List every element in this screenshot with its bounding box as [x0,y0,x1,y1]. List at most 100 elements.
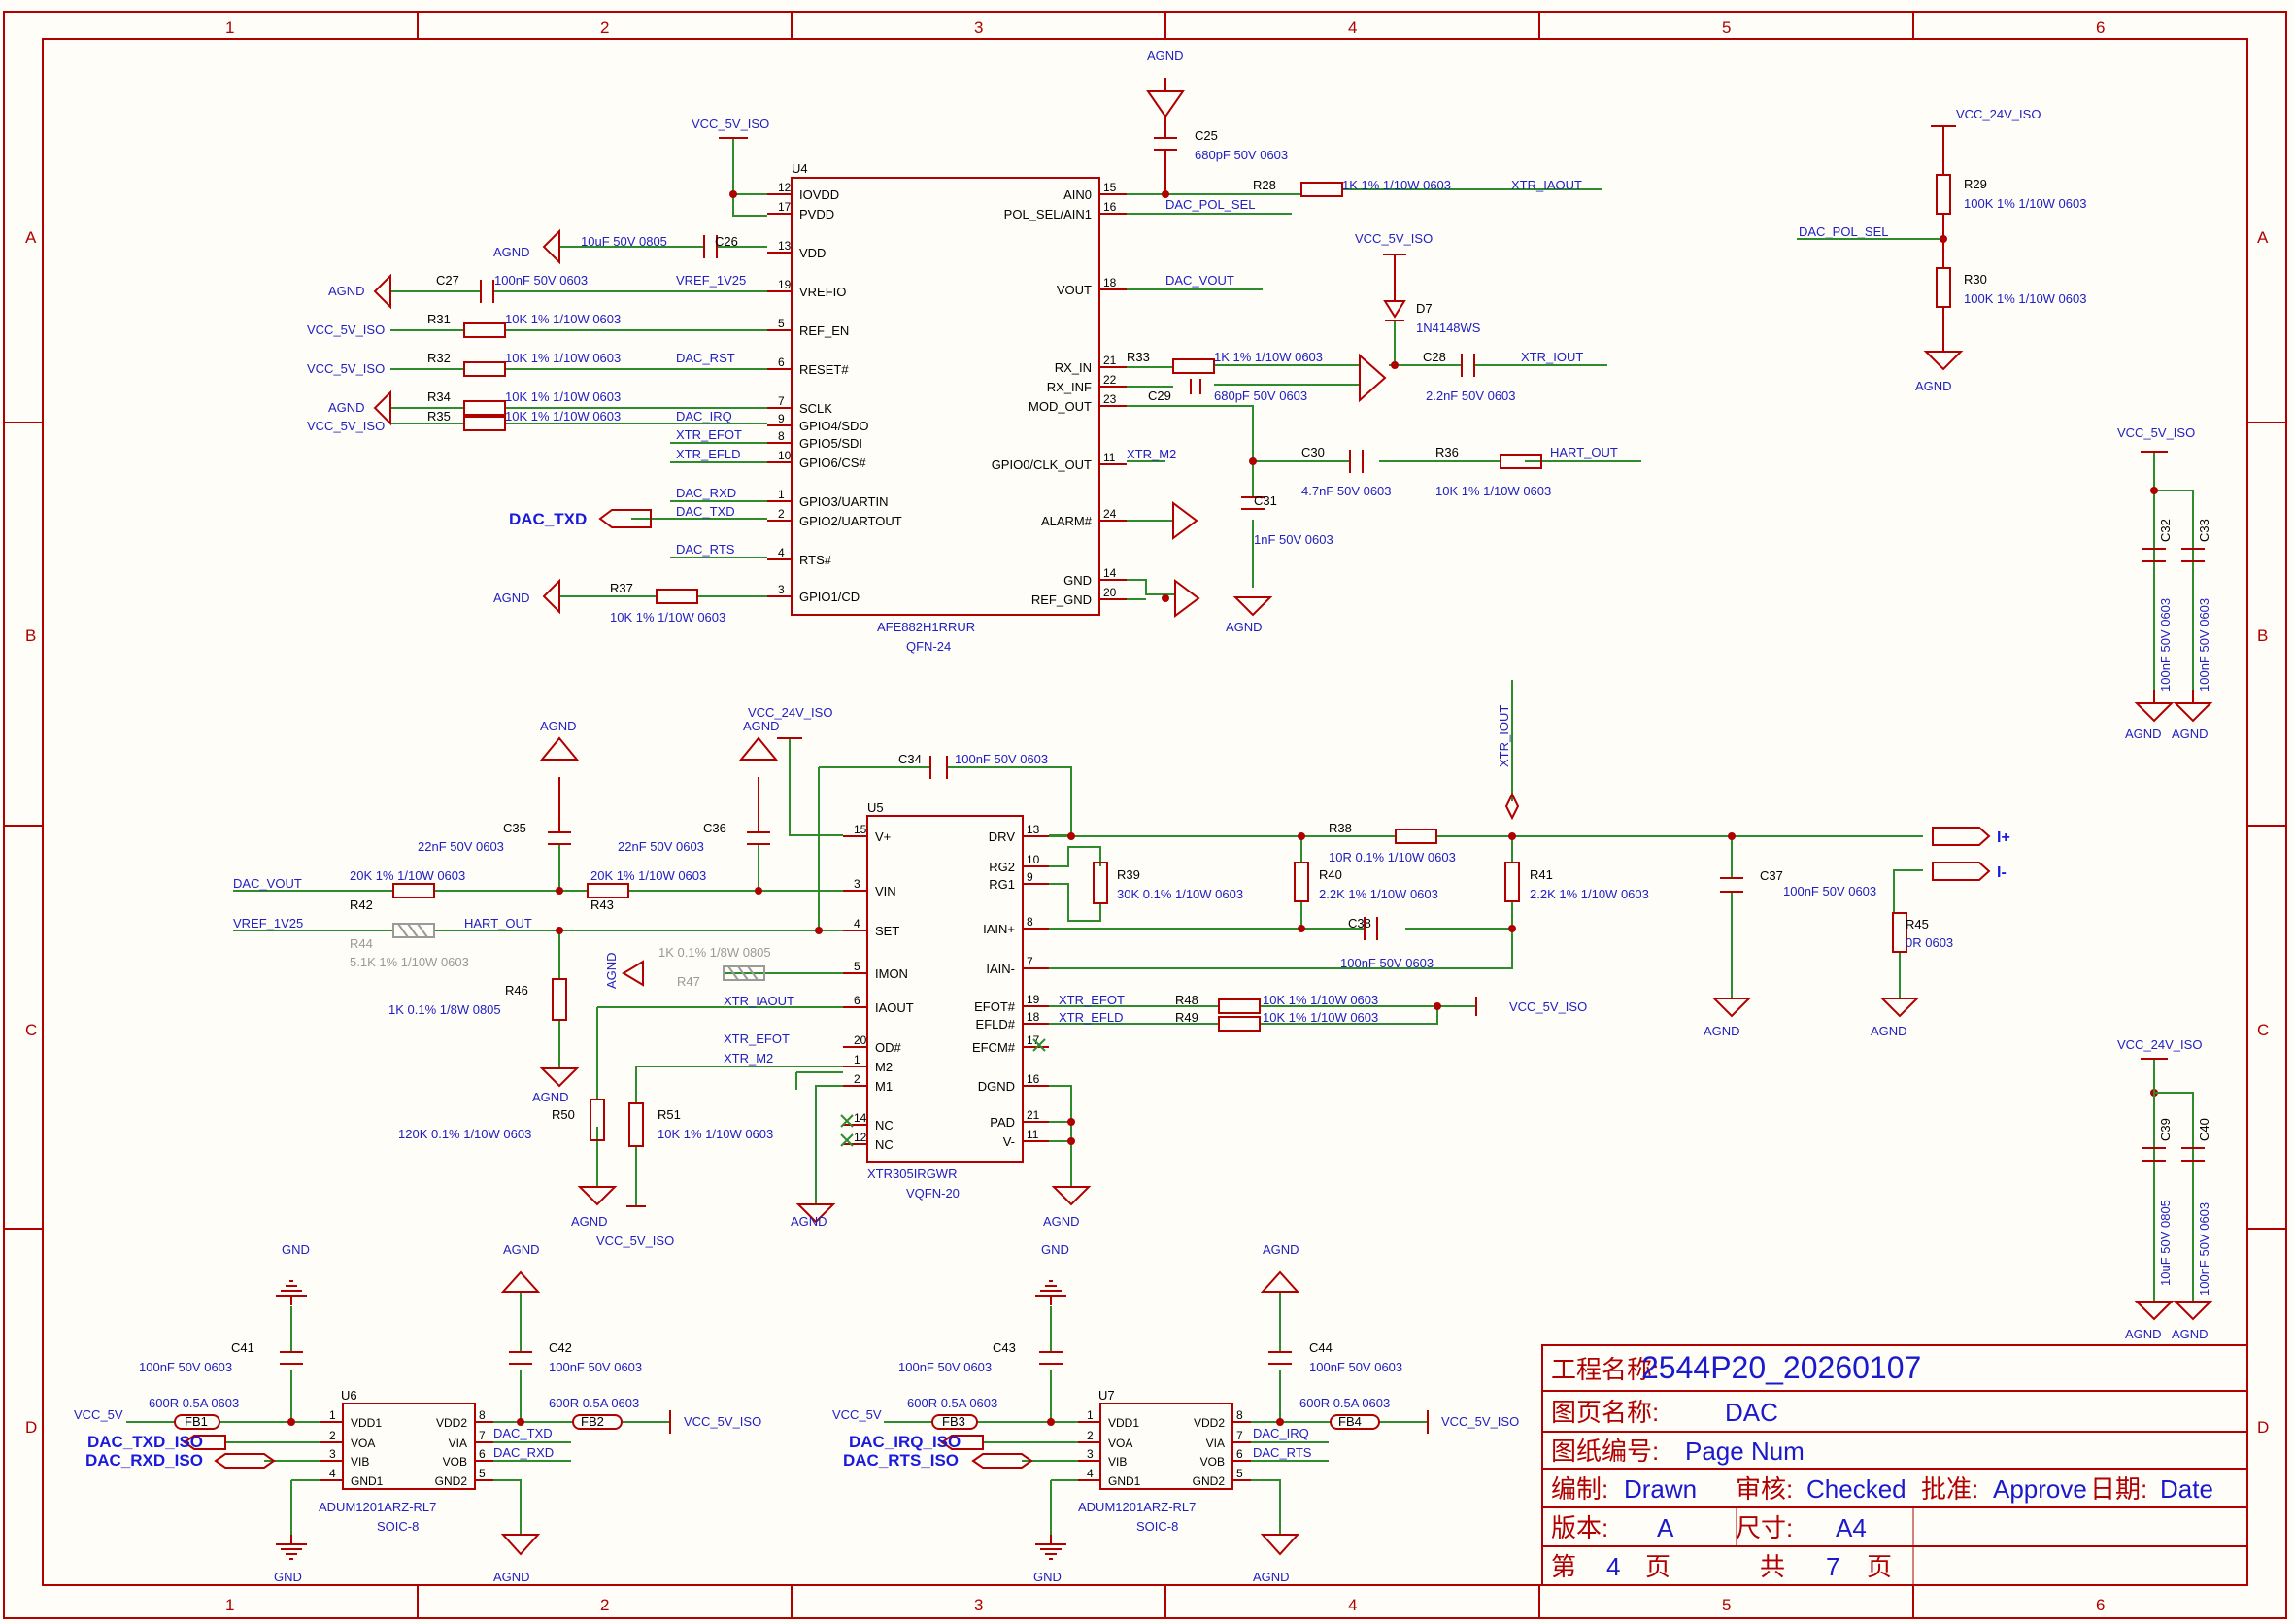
u4-pin-name-13: VDD [799,246,826,260]
c38-value: 100nF 50V 0603 [1340,956,1434,970]
u4-part: AFE882H1RRUR [877,620,975,634]
u4-pin-num-9: 9 [778,412,785,425]
r44-ref: R44 [350,936,373,951]
dac-rts-iso-port[interactable]: DAC_RTS_ISO [843,1451,959,1470]
vcc5iso-u4: VCC_5V_ISO [692,117,769,131]
u7-pin-num-7: 7 [1236,1429,1243,1442]
dac-rxd-iso-port[interactable]: DAC_RXD_ISO [85,1451,203,1470]
u6-pin-num-7: 7 [479,1429,486,1442]
r47-value: 1K 0.1% 1/8W 0805 [658,945,771,960]
u6-adum1201[interactable]: U6 ADUM1201ARZ-RL7 SOIC-8 1VDD12VOA3VIB4… [319,1388,493,1534]
dac-rxd-net-u6: DAC_RXD [493,1445,554,1460]
c32-c33-block: VCC_5V_ISO AGND AGND C32 100nF 50V 0603 … [2117,425,2213,741]
u5-pin-num-7: 7 [1027,955,1033,968]
xtr-iaout-net-u5: XTR_IAOUT [724,994,794,1008]
c44-value: 100nF 50V 0603 [1309,1360,1402,1374]
u7-pin-name-7: VIA [1206,1437,1225,1450]
u7-pin-num-5: 5 [1236,1467,1243,1480]
tb-checked-val: Checked [1806,1474,1906,1504]
u4-right-pins: 15AIN016POL_SEL/AIN118VOUT21RX_IN22RX_IN… [992,181,1127,607]
c36-ref: C36 [703,821,726,835]
i-minus-port[interactable]: I- [1997,864,2007,881]
u5-pin-num-15: 15 [854,823,867,836]
c38-ref: C38 [1348,916,1371,930]
u4-pin-num-14: 14 [1103,566,1117,580]
vcc5iso-r31: VCC_5V_ISO [307,322,385,337]
xtr-iout-net-u5: XTR_IOUT [1497,705,1511,767]
u4-pin-num-24: 24 [1103,507,1117,521]
fb2-value: 600R 0.5A 0603 [549,1396,639,1410]
u5-pin-num-19: 19 [1027,993,1040,1006]
c43-ref: C43 [993,1340,1016,1355]
u5-pin-name-10: RG2 [989,860,1015,874]
u7-adum1201[interactable]: U7 ADUM1201ARZ-RL7 SOIC-8 1VDD12VOA3VIB4… [1078,1388,1251,1534]
vcc5iso-r35: VCC_5V_ISO [307,419,385,433]
gnd-c43: GND [1041,1242,1069,1257]
vcc24iso-c39: VCC_24V_ISO [2117,1037,2202,1052]
agnd-c33: AGND [2172,727,2209,741]
u6-wiring [126,1292,670,1535]
tb-checked-key: 审核: [1736,1474,1793,1504]
r36-value: 10K 1% 1/10W 0603 [1435,484,1551,498]
dac-irq-iso-port[interactable]: DAC_IRQ_ISO [849,1433,961,1451]
u6-pin-name-7: VIA [449,1437,467,1450]
tb-approve-key: 批准: [1921,1474,1978,1504]
fb1-ref: FB1 [185,1414,208,1429]
r50-value: 120K 0.1% 1/10W 0603 [398,1127,531,1141]
u5-junctions [556,190,2158,1145]
vref-net: VREF_1V25 [676,273,746,288]
u4-pin-name-5: REF_EN [799,323,849,338]
u4-pin-name-23: MOD_OUT [1029,399,1092,414]
u5-wiring [233,680,1923,1206]
tb-total-prefix: 共 [1760,1552,1785,1581]
fb4-value: 600R 0.5A 0603 [1299,1396,1390,1410]
u5-pin-name-19: EFOT# [974,999,1016,1014]
vcc5iso-u7: VCC_5V_ISO [1441,1414,1519,1429]
agnd-c35: AGND [540,719,577,733]
zone-col-1: 1 [225,18,234,37]
u4-pin-name-12: IOVDD [799,187,839,202]
dac-txd-net-u6: DAC_TXD [493,1426,553,1440]
dac-rst-net: DAC_RST [676,351,735,365]
u4-left-labels: VCC_5V_ISO AGND 10uF 50V 0805 C26 AGND C… [307,117,769,625]
u7-pin-name-2: VOA [1108,1437,1132,1450]
u5-part: XTR305IRGWR [867,1167,957,1181]
u5-pin-name-3: VIN [875,884,896,898]
c37-value: 100nF 50V 0603 [1783,884,1876,898]
u4-pin-num-23: 23 [1103,392,1117,406]
r37-value: 10K 1% 1/10W 0603 [610,610,725,625]
u4-right-labels: AGND C25 680pF 50V 0603 R28 1K 1% 1/10W … [1127,49,2086,634]
dac-txd-iso-port[interactable]: DAC_TXD_ISO [87,1433,203,1451]
u6-pin-num-3: 3 [329,1447,336,1461]
u4-pin-name-2: GPIO2/UARTOUT [799,514,902,528]
tb-page-prefix: 第 [1551,1552,1576,1581]
dac-pol-sel-net: DAC_POL_SEL [1165,197,1256,212]
u4-pin-name-9: GPIO4/SDO [799,419,869,433]
u6-pin-name-8: VDD2 [436,1416,467,1430]
tb-rev-key: 版本: [1551,1513,1608,1542]
xtr-efot-net: XTR_EFOT [676,427,742,442]
u4-pin-name-15: AIN0 [1063,187,1092,202]
zone-col-3-bottom: 3 [974,1596,983,1614]
u5-pin-num-9: 9 [1027,870,1033,884]
c25-ref: C25 [1195,128,1218,143]
zone-row-d-right: D [2257,1418,2269,1437]
xtr-m2-net-u5: XTR_M2 [724,1051,773,1066]
r29-value: 100K 1% 1/10W 0603 [1964,196,2086,211]
c44-ref: C44 [1309,1340,1333,1355]
i-plus-port[interactable]: I+ [1997,829,2010,846]
u4-pin-name-22: RX_INF [1047,380,1092,394]
u7-pin-name-5: GND2 [1193,1474,1226,1488]
u5-pin-num-2: 2 [854,1072,860,1086]
dac-txd-port[interactable]: DAC_TXD [509,510,587,528]
u7-pin-num-4: 4 [1087,1467,1094,1480]
zone-row-c: C [25,1021,37,1039]
title-block: 工程名称: 2544P20_20260107 图页名称: DAC 图纸编号: P… [1541,1344,2248,1586]
u4-pin-num-3: 3 [778,583,785,596]
u5-pin-name-4: SET [875,924,899,938]
tb-page-unit: 页 [1645,1552,1670,1581]
